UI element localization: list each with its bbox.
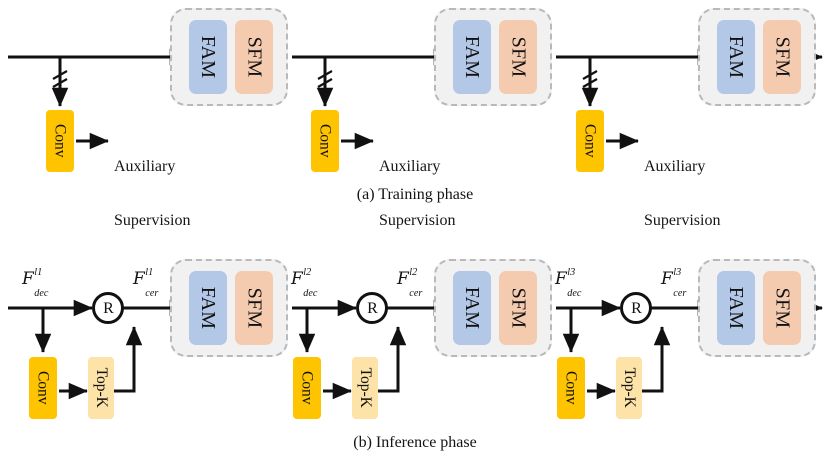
inference-stage-1-conv-block[interactable]: Conv [29,357,57,419]
training-stage-1-sfm-block[interactable]: SFM [235,20,273,94]
inference-topk-to-router-3 [640,326,671,393]
inference-stage-1-topk-block[interactable]: Top-K [88,357,114,419]
inference-stage-1-fam-block[interactable]: FAM [189,271,227,345]
inference-stage-1-topk-label: Top-K [92,367,110,409]
inference-stage-3-conv-block[interactable]: Conv [557,357,585,419]
training-break-slash-1b [52,78,68,88]
training-phase-caption: (a) Training phase [356,186,474,203]
router-node-3 [620,292,652,324]
inference-topk-to-router-2 [376,326,407,393]
router-node-2 [356,292,388,324]
dec-feature-symbol-2: F [291,269,303,289]
training-stage-1-aux-line1: Auxiliary [114,157,176,175]
inference-stage-2-conv-label: Conv [298,371,316,405]
inference-stage-2-conv-block[interactable]: Conv [293,357,321,419]
inference-stage-3-fam-block[interactable]: FAM [717,271,755,345]
dec-feature-subscript-2: dec [303,287,318,299]
cer-feature-symbol-3: F [661,269,673,289]
inference-stage-2-fam-block[interactable]: FAM [453,271,491,345]
cer-feature-superscript-3: l3 [673,267,682,279]
training-stage-2-aux-supervision-label: Auxiliary Supervision [379,122,455,265]
dec-feature-superscript-3: l3 [567,267,576,279]
router-label-text: R [367,299,378,317]
training-stage-2-aux-line2: Supervision [379,211,456,229]
inference-stage-2-sfm-label: SFM [507,287,530,329]
training-stage-2-aux-line1: Auxiliary [379,157,441,175]
inference-stage-2-topk-label: Top-K [356,367,374,409]
router-node-1-label: R [94,294,123,323]
inference-phase-caption: (b) Inference phase [353,434,477,451]
training-stage-3-sfm-label: SFM [771,36,794,78]
router-label-text: R [103,299,114,317]
training-break-slash-3b [582,78,598,88]
training-stage-2-sfm-label: SFM [507,36,530,78]
cer-feature-symbol-1: F [133,269,145,289]
training-stage-2-fam-label: FAM [461,35,483,79]
training-stage-3-aux-supervision-label: Auxiliary Supervision [644,122,720,265]
training-stage-1-sfm-label: SFM [243,36,266,78]
inference-stage-2-fam-label: FAM [461,286,483,330]
router-node-1 [92,292,124,324]
dec-feature-symbol-3: F [555,269,567,289]
cer-feature-symbol-2: F [397,269,409,289]
cer-feature-superscript-2: l2 [409,267,418,279]
inference-stage-1-sfm-block[interactable]: SFM [235,271,273,345]
inference-stage-2-topk-block[interactable]: Top-K [352,357,378,419]
training-stage-1-aux-line2: Supervision [114,211,191,229]
training-stage-2-conv-label: Conv [316,124,334,158]
training-stage-1-fam-block[interactable]: FAM [189,20,227,94]
training-stage-3-fam-label: FAM [725,35,747,79]
cer-feature-subscript-1: cer [145,287,159,299]
router-node-3-label: R [622,294,651,323]
inference-topk-to-router-1 [112,326,143,393]
inference-stage-1-fam-label: FAM [197,286,219,330]
training-break-slash-2a [317,70,333,80]
training-stage-2-conv-block[interactable]: Conv [311,110,339,172]
training-stage-3-conv-block[interactable]: Conv [576,110,604,172]
training-stage-1-conv-label: Conv [51,124,69,158]
training-stage-3-sfm-block[interactable]: SFM [763,20,801,94]
dec-feature-superscript-2: l2 [303,267,312,279]
training-break-slash-2b [317,78,333,88]
training-stage-1-aux-supervision-label: Auxiliary Supervision [114,122,190,265]
training-stage-3-fam-block[interactable]: FAM [717,20,755,94]
inference-stage-1-conv-label: Conv [34,371,52,405]
dec-feature-subscript-1: dec [34,287,49,299]
inference-stage-3-fam-label: FAM [725,286,747,330]
training-break-slash-3a [582,70,598,80]
training-stage-3-aux-line1: Auxiliary [644,157,706,175]
dec-feature-symbol-1: F [22,269,34,289]
training-stage-3-aux-line2: Supervision [644,211,721,229]
inference-stage-3-sfm-label: SFM [771,287,794,329]
training-stage-1-fam-label: FAM [197,35,219,79]
training-stage-2-sfm-block[interactable]: SFM [499,20,537,94]
dec-feature-superscript-1: l1 [34,267,43,279]
inference-stage-3-topk-block[interactable]: Top-K [616,357,642,419]
inference-stage-3-conv-label: Conv [562,371,580,405]
router-label-text: R [631,299,642,317]
training-stage-1-conv-block[interactable]: Conv [46,110,74,172]
router-node-2-label: R [358,294,387,323]
cer-feature-subscript-3: cer [673,287,687,299]
cer-feature-subscript-2: cer [409,287,423,299]
dec-feature-subscript-3: dec [567,287,582,299]
training-break-slash-1a [52,70,68,80]
inference-stage-3-sfm-block[interactable]: SFM [763,271,801,345]
inference-stage-2-sfm-block[interactable]: SFM [499,271,537,345]
training-stage-3-conv-label: Conv [581,124,599,158]
inference-stage-3-topk-label: Top-K [620,367,638,409]
training-stage-2-fam-block[interactable]: FAM [453,20,491,94]
cer-feature-superscript-1: l1 [145,267,154,279]
inference-stage-1-sfm-label: SFM [243,287,266,329]
